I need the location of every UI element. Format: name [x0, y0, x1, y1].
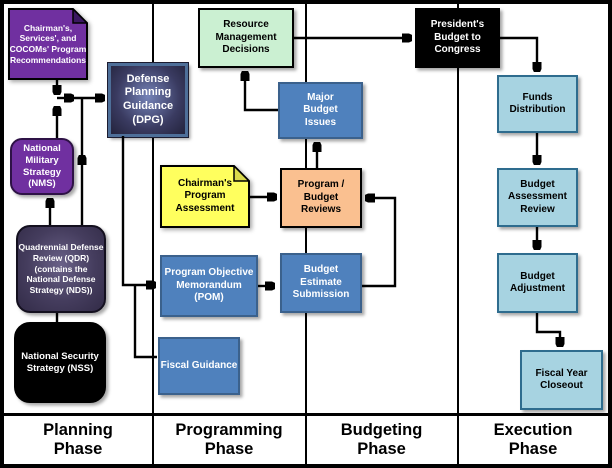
arrow-bes-to-pbr	[362, 198, 397, 288]
node-defense-planning-guidance: Defense Planning Guidance (DPG)	[107, 62, 189, 138]
phase-label-text: Planning Phase	[43, 421, 113, 458]
node-chairmans-program-assessment: Chairman's Program Assessment	[160, 165, 250, 228]
node-label: National Security Strategy (NSS)	[21, 350, 99, 374]
phase-row-separator	[0, 413, 612, 416]
node-budget-estimate-submission: Budget Estimate Submission	[280, 253, 362, 313]
arrow-mbi-to-rmd	[245, 73, 278, 112]
node-label: Resource Management Decisions	[215, 19, 277, 56]
node-presidents-budget-to-congress: President's Budget to Congress	[415, 8, 500, 68]
node-program-objective-memorandum: Program Objective Memorandum (POM)	[160, 255, 258, 317]
node-budget-assessment-review: Budget Assessment Review	[497, 168, 578, 227]
phase-label-budgeting: Budgeting Phase	[306, 416, 457, 464]
folded-corner-shape	[160, 165, 250, 228]
node-label: President's Budget to Congress	[430, 19, 485, 56]
node-fiscal-guidance: Fiscal Guidance	[158, 337, 240, 395]
node-program-recommendations: Chairman's, Services', and COCOMs' Progr…	[8, 8, 88, 80]
node-fiscal-year-closeout: Fiscal Year Closeout	[520, 350, 603, 410]
node-program-budget-reviews: Program / Budget Reviews	[280, 168, 362, 228]
arrow-pbc-to-fd	[500, 36, 537, 70]
phase-label-planning: Planning Phase	[4, 416, 152, 464]
node-resource-management-decisions: Resource Management Decisions	[198, 8, 294, 68]
node-budget-adjustment: Budget Adjustment	[497, 253, 578, 313]
node-label: Fiscal Guidance	[160, 359, 238, 371]
phase-divider-2	[305, 0, 307, 468]
node-funds-distribution: Funds Distribution	[497, 75, 578, 133]
node-label: Program Objective Memorandum (POM)	[164, 267, 254, 304]
node-label: Budget Estimate Submission	[292, 264, 350, 301]
phase-label-text: Programming Phase	[175, 421, 283, 458]
phase-label-programming: Programming Phase	[153, 416, 305, 464]
node-label: National Military Strategy (NMS)	[22, 142, 61, 190]
phase-label-execution: Execution Phase	[458, 416, 608, 464]
node-national-security-strategy: National Security Strategy (NSS)	[14, 322, 106, 403]
node-label: Budget Adjustment	[510, 270, 565, 295]
node-label: Program / Budget Reviews	[297, 179, 345, 216]
arrow-dpg-to-pom	[121, 136, 154, 285]
node-label: Chairman's, Services', and COCOMs' Progr…	[9, 22, 87, 65]
node-quadrennial-defense-review: Quadrennial Defense Review (QDR) (contai…	[16, 225, 106, 313]
folded-corner-shape	[8, 8, 88, 80]
phase-divider-3	[457, 0, 459, 468]
node-major-budget-issues: Major Budget Issues	[278, 82, 363, 139]
node-national-military-strategy: National Military Strategy (NMS)	[10, 138, 74, 195]
node-label: Fiscal Year Closeout	[535, 367, 588, 392]
node-label: Major Budget Issues	[303, 91, 338, 128]
node-label: Defense Planning Guidance (DPG)	[122, 72, 174, 126]
node-label: Quadrennial Defense Review (QDR) (contai…	[18, 242, 104, 295]
phase-label-text: Execution Phase	[493, 421, 573, 458]
phase-label-text: Budgeting Phase	[340, 421, 423, 458]
node-label: Budget Assessment Review	[508, 178, 567, 215]
node-label: Chairman's Program Assessment	[175, 177, 235, 214]
node-label: Funds Distribution	[509, 91, 566, 116]
arrow-ba-to-fyc	[535, 313, 560, 345]
